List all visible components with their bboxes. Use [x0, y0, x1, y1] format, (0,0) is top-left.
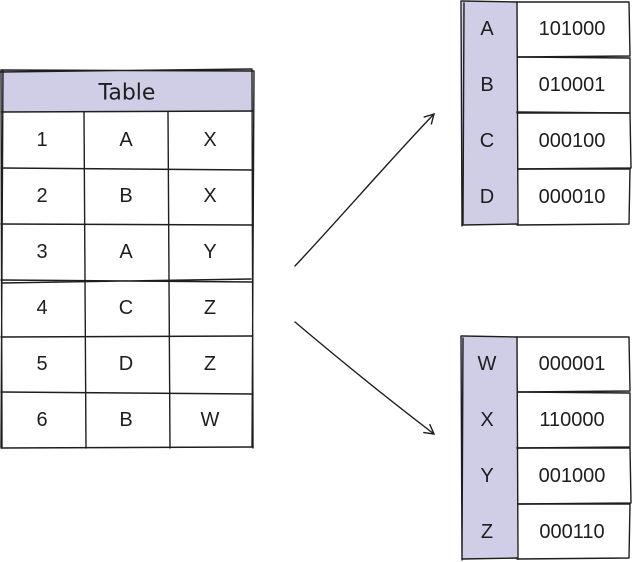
table-row: 1 A X — [36, 129, 216, 151]
index-entry: C 000100 — [480, 112, 632, 170]
index-entry: Z 000110 — [481, 503, 631, 560]
table-cell-letter: C — [119, 297, 133, 319]
table-cell-letter: A — [119, 129, 133, 151]
table-cell-code: W — [201, 409, 220, 431]
table-cell-letter: A — [119, 241, 133, 263]
table-cell-id: 3 — [36, 241, 47, 263]
index-key-column — [462, 2, 517, 224]
table-cell-code: X — [203, 129, 216, 151]
table-row: 4 C Z — [36, 297, 216, 319]
bitmap-value: 110000 — [539, 409, 604, 431]
index-key: B — [480, 74, 493, 96]
table-cell-id: 2 — [36, 185, 47, 207]
index-key: X — [480, 409, 493, 431]
table-cell-id: 5 — [36, 353, 47, 375]
bitmap-value: 000010 — [539, 186, 606, 208]
table-cell-code: Y — [203, 241, 216, 263]
table-cell-code: X — [203, 185, 216, 207]
bitmap-value: 000001 — [539, 353, 606, 375]
table-title: Table — [98, 81, 156, 106]
letter-bitmap-index: A 101000 B 010001 C 000100 D 000010 — [460, 0, 632, 227]
bitmap-value: 001000 — [539, 465, 606, 487]
index-key: D — [480, 186, 494, 208]
bitmap-value: 000100 — [539, 130, 606, 152]
table-cell-id: 6 — [36, 409, 47, 431]
index-key: C — [480, 130, 494, 152]
index-key: Y — [480, 465, 493, 487]
index-key-column — [462, 337, 517, 559]
bitmap-value: 000110 — [539, 521, 604, 543]
table-cell-letter: D — [119, 353, 133, 375]
table-cell-letter: B — [119, 185, 132, 207]
index-key: Z — [481, 521, 493, 543]
table-cell-code: Z — [204, 297, 216, 319]
table-row: 2 B X — [36, 185, 216, 207]
table-row: 5 D Z — [36, 353, 216, 375]
index-entry: D 000010 — [480, 168, 631, 226]
table-cell-code: Z — [204, 353, 216, 375]
index-entry: W 000001 — [478, 336, 631, 393]
arrow-to-letter-index — [294, 112, 435, 267]
table-cell-id: 1 — [36, 129, 47, 151]
table-row: 6 B W — [36, 409, 219, 431]
table-grid — [0, 69, 255, 449]
code-bitmap-index: W 000001 X 110000 Y 001000 Z 000110 — [460, 335, 632, 561]
index-key: W — [478, 353, 497, 375]
source-table: Table 1 A X 2 B X 3 — [0, 68, 255, 449]
table-cell-id: 4 — [36, 297, 47, 319]
table-header-background — [2, 70, 252, 112]
table-row: 3 A Y — [36, 241, 216, 263]
index-entry: A 101000 — [480, 1, 631, 58]
bitmap-value: 010001 — [539, 74, 606, 96]
arrow-to-code-index — [294, 321, 436, 435]
table-header-border — [0, 68, 254, 113]
table-header: Table — [0, 68, 254, 113]
table-cell-letter: B — [119, 409, 132, 431]
index-key: A — [480, 18, 494, 40]
bitmap-value: 101000 — [539, 18, 606, 40]
